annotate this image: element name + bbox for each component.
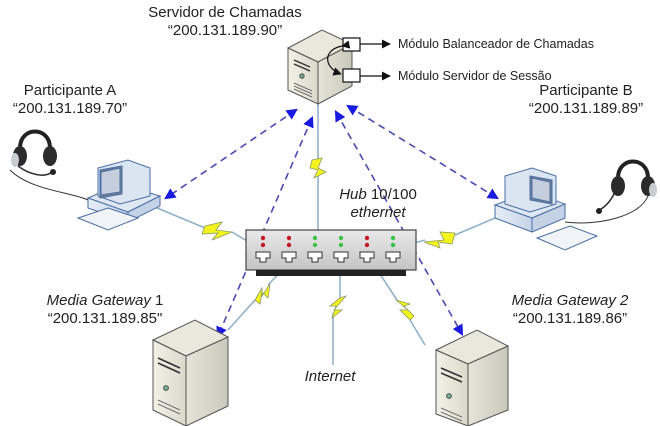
hub-speed: 10/100 xyxy=(367,186,417,203)
participant-b-ip: “200.131.189.89” xyxy=(512,100,660,118)
call-server-label: Servidor de Chamadas “200.131.189.90” xyxy=(110,4,340,40)
module-box-balancer xyxy=(343,38,360,51)
hub-led-green xyxy=(391,243,395,247)
call-server-name: Servidor de Chamadas xyxy=(110,4,340,22)
hub-led-red xyxy=(287,236,291,240)
hub-led-red xyxy=(261,243,265,247)
headset-a-icon xyxy=(10,132,88,201)
hub-led-green xyxy=(313,243,317,247)
participant-a-computer-icon xyxy=(78,160,160,230)
media-gateway-1-server-icon xyxy=(153,320,228,426)
media-gateway-1-label: Media Gateway 1 “200.131.189.85" xyxy=(30,292,180,328)
media-gateway-2-name: Media Gateway 2 xyxy=(490,292,650,310)
lightning-icon xyxy=(424,232,455,248)
dashed-server-participant-a xyxy=(166,110,296,198)
module-box-session xyxy=(343,69,360,82)
module-session-label: Módulo Servidor de Sessão xyxy=(398,69,552,83)
lightning-icon xyxy=(202,222,232,240)
headset-b-icon xyxy=(565,162,657,223)
hub-led-green xyxy=(339,236,343,240)
hub-led-green xyxy=(391,236,395,240)
hub-led-red xyxy=(287,243,291,247)
hub-icon xyxy=(246,230,416,276)
participant-a-name: Participante A xyxy=(0,82,140,100)
internet-label: Internet xyxy=(295,368,365,386)
link-gw2-hub xyxy=(410,320,425,345)
call-server-icon xyxy=(288,30,352,104)
participant-a-label: Participante A “200.131.189.70” xyxy=(0,82,140,118)
media-gateway-2-ip: “200.131.189.86” xyxy=(490,310,650,328)
media-gateway-1-number: 1 xyxy=(151,292,164,309)
hub-led-green xyxy=(339,243,343,247)
hub-led-red xyxy=(365,243,369,247)
media-gateway-1-name: Media Gateway xyxy=(47,292,151,309)
hub-type: ethernet xyxy=(318,204,438,222)
call-server-ip: “200.131.189.90” xyxy=(110,22,340,40)
media-gateway-2-server-icon xyxy=(436,330,508,426)
lightning-icon xyxy=(310,158,326,178)
link-a-hub xyxy=(150,205,205,228)
hub-label: Hub 10/100 ethernet xyxy=(318,186,438,222)
hub-led-red xyxy=(365,236,369,240)
hub-led-green xyxy=(313,236,317,240)
media-gateway-1-ip: “200.131.189.85" xyxy=(30,310,180,328)
media-gateway-2-label: Media Gateway 2 “200.131.189.86” xyxy=(490,292,650,328)
participant-b-name: Participante B xyxy=(512,82,660,100)
module-balancer-label: Módulo Balanceador de Chamadas xyxy=(398,37,594,51)
hub-led-red xyxy=(261,236,265,240)
link-b-hub xyxy=(455,218,495,235)
link-gw1-hub xyxy=(228,300,255,330)
lightning-icon xyxy=(255,284,270,304)
lightning-icon xyxy=(396,300,414,320)
hub-name: Hub xyxy=(339,186,367,203)
dashed-server-participant-b xyxy=(348,106,497,198)
dashed-server-gateway-1 xyxy=(218,118,312,336)
participant-b-computer-icon xyxy=(495,168,597,250)
participant-b-label: Participante B “200.131.189.89” xyxy=(512,82,660,118)
participant-a-ip: “200.131.189.70” xyxy=(0,100,140,118)
